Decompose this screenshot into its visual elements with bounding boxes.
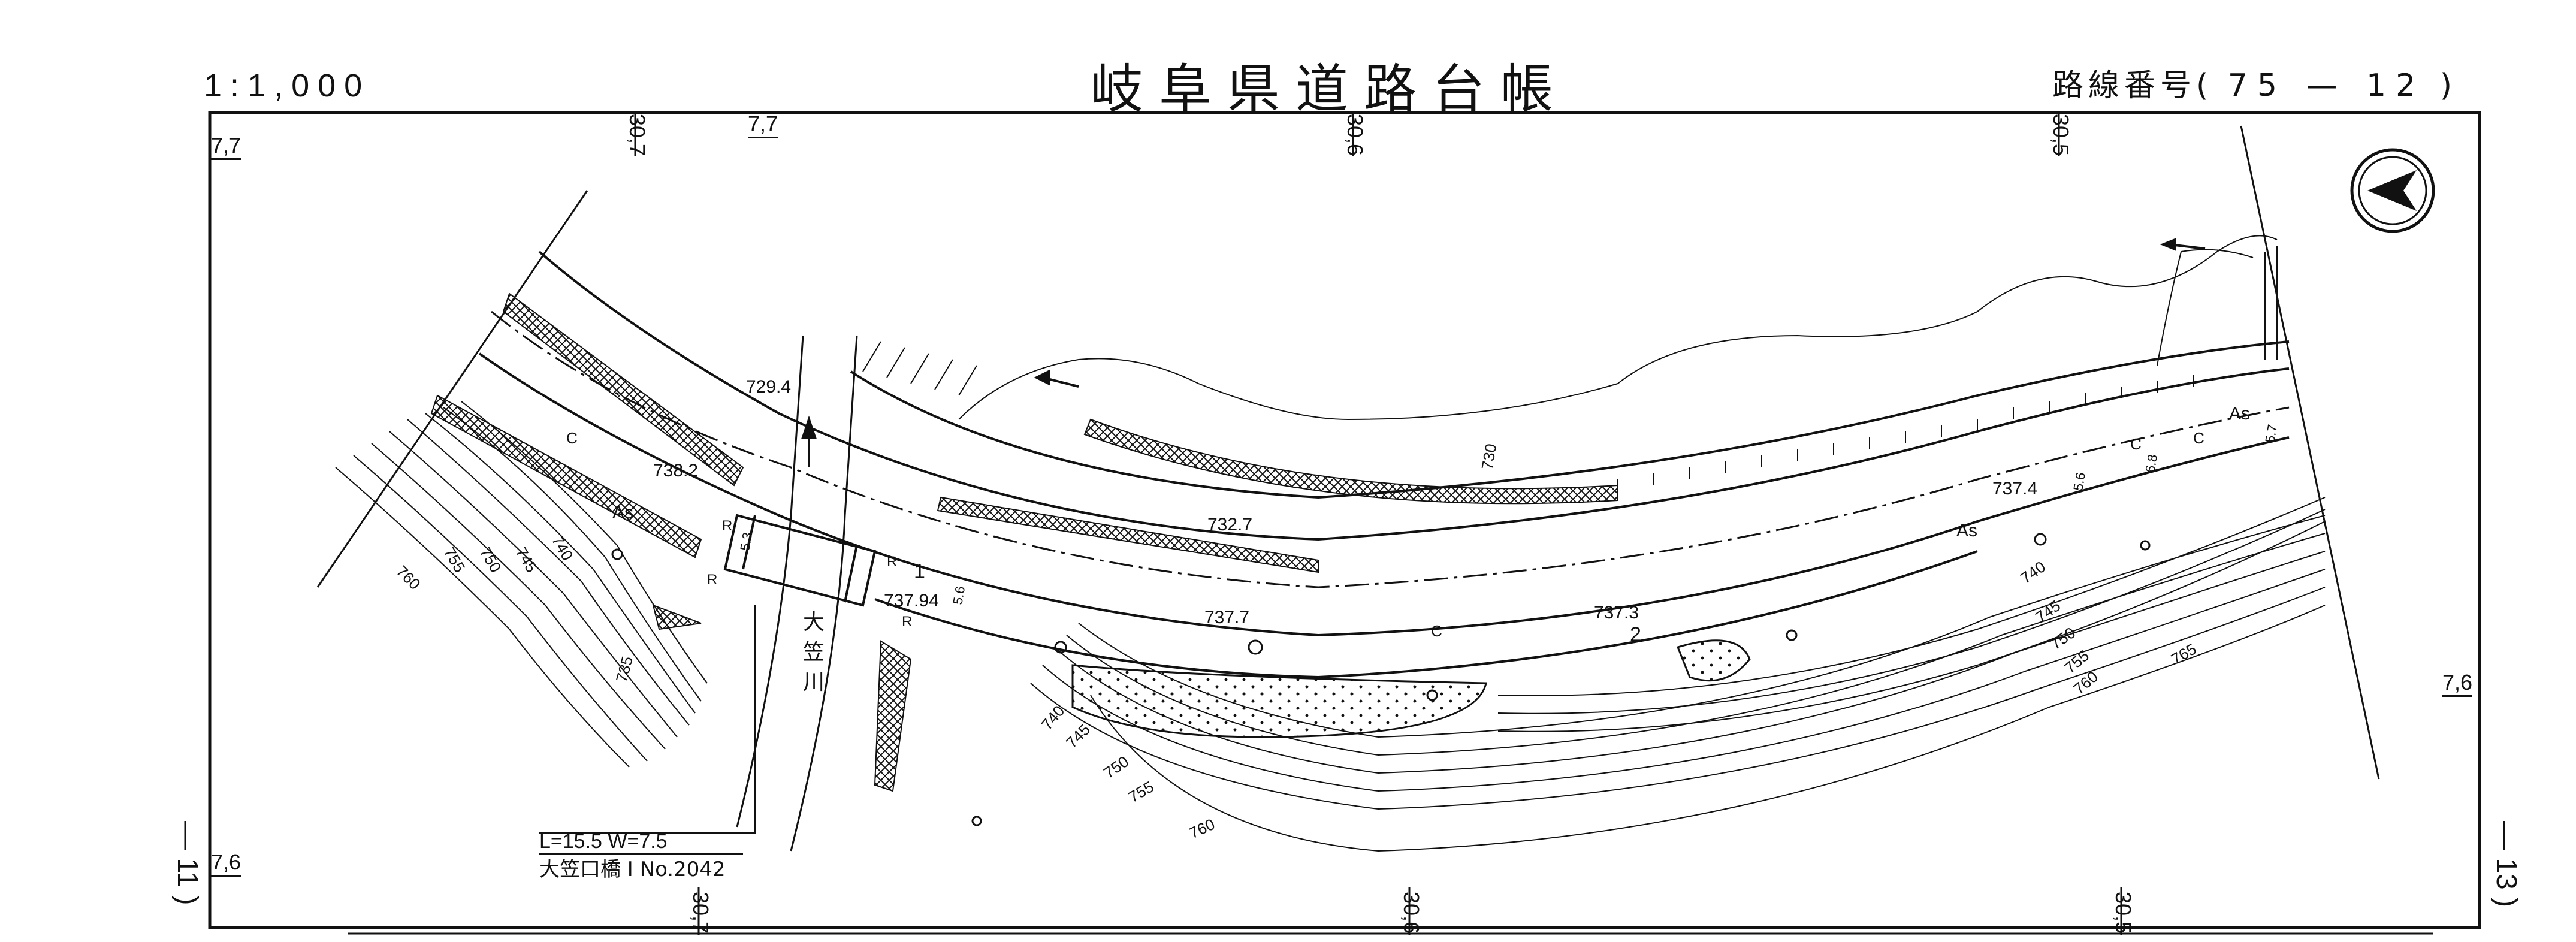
slope-ticks <box>862 341 2194 491</box>
svg-text:As: As <box>1956 521 1977 541</box>
svg-text:大笠口橋 I No.2042: 大笠口橋 I No.2042 <box>539 858 726 881</box>
svg-text:川: 川 <box>803 669 825 694</box>
svg-text:C: C <box>566 429 578 447</box>
elevation-label: 737.7 <box>1204 608 1249 627</box>
elevation-label: 737.3 <box>1594 603 1639 623</box>
grid-label-left-bottom: 7,6 <box>211 850 241 877</box>
road-edges <box>478 250 2290 679</box>
svg-text:2: 2 <box>1630 623 1641 646</box>
bridge-info: L=15.5 W=7.5 大笠口橋 I No.2042 <box>539 830 743 881</box>
dotted-area <box>1071 664 1487 738</box>
elevation-label: 729.4 <box>746 377 791 397</box>
svg-text:740: 740 <box>1038 702 1068 733</box>
svg-text:6.8: 6.8 <box>2142 453 2160 473</box>
svg-text:1: 1 <box>914 560 925 583</box>
svg-text:As: As <box>2229 404 2250 424</box>
grid-label-left-top: 7,7 <box>211 133 241 160</box>
svg-text:735: 735 <box>612 654 636 684</box>
elevation-label: 737.94 <box>884 591 939 611</box>
svg-text:C: C <box>1431 622 1442 640</box>
svg-text:5.3: 5.3 <box>737 531 755 551</box>
dotted-area-2 <box>1676 639 1751 682</box>
svg-text:C: C <box>2193 429 2204 447</box>
road-labels: As As As 1 2 5.3 5.6 5.6 6.8 5.7 R R R R… <box>566 404 2280 646</box>
elevation-label: 737.4 <box>1992 479 2037 499</box>
svg-text:R: R <box>902 614 912 630</box>
svg-text:750: 750 <box>1100 752 1132 781</box>
retaining-walls <box>430 292 1618 792</box>
contour-labels: 760 755 750 745 740 735 740 745 750 755 … <box>393 442 2200 842</box>
svg-text:5.6: 5.6 <box>950 585 968 605</box>
sheet-boundary <box>316 125 2380 780</box>
grid-label-top-y: 7,7 <box>748 111 778 138</box>
svg-text:760: 760 <box>393 562 424 593</box>
contours-left <box>335 401 708 768</box>
prev-sheet-ref: — 11 ) <box>171 821 203 905</box>
bridge-leader <box>539 605 756 834</box>
route-number: 路線番号( 75 — 12 ) <box>2052 60 2457 105</box>
svg-text:755: 755 <box>440 544 469 576</box>
route-close: ) <box>2439 68 2457 104</box>
svg-text:L=15.5 W=7.5: L=15.5 W=7.5 <box>539 830 668 853</box>
map-scale: 1:1,000 <box>204 68 371 104</box>
grid-label-top-x2: 30,6 <box>1343 114 1367 156</box>
svg-text:5.6: 5.6 <box>2070 471 2088 491</box>
svg-text:R: R <box>887 554 897 570</box>
river-name: 大 笠 川 <box>803 609 825 694</box>
svg-text:C: C <box>2130 435 2142 453</box>
flow-arrows <box>801 238 2206 467</box>
next-sheet-ref: — 13 ) <box>2490 821 2522 908</box>
svg-text:740: 740 <box>548 532 577 564</box>
svg-text:5.7: 5.7 <box>2262 423 2280 443</box>
svg-text:As: As <box>612 503 633 523</box>
elevation-label: 738.2 <box>653 461 698 481</box>
map-frame <box>208 111 2481 929</box>
svg-text:R: R <box>707 572 717 588</box>
route-label: 路線番号( <box>2052 68 2213 104</box>
elevation-labels: 729.4 738.2 732.7 737.94 737.7 737.3 737… <box>653 377 2037 627</box>
svg-text:R: R <box>722 518 732 534</box>
svg-text:笠: 笠 <box>803 639 825 664</box>
elevation-label: 732.7 <box>1207 515 1252 535</box>
contours-right <box>1030 497 2326 852</box>
grid-label-right: 7,6 <box>2442 670 2473 697</box>
survey-points <box>611 533 2151 826</box>
grid-ticks <box>634 113 2122 935</box>
route-number-value: 75 — 12 <box>2227 68 2426 104</box>
svg-text:750: 750 <box>2047 623 2079 653</box>
upper-terrain <box>958 235 2278 421</box>
north-arrow-icon <box>2350 148 2435 233</box>
page-title: 岐阜県道路台帳 <box>1091 58 1569 120</box>
svg-text:740: 740 <box>2017 557 2049 587</box>
svg-text:大: 大 <box>803 609 825 634</box>
grid-label-top-x1: 30,7 <box>625 114 650 156</box>
bridge <box>723 514 877 607</box>
svg-text:760: 760 <box>1186 815 1218 843</box>
svg-text:755: 755 <box>1125 778 1157 807</box>
river <box>736 335 858 852</box>
svg-text:730: 730 <box>1478 442 1500 471</box>
svg-text:745: 745 <box>512 544 541 576</box>
grid-label-top-x3: 30,5 <box>2049 114 2073 156</box>
